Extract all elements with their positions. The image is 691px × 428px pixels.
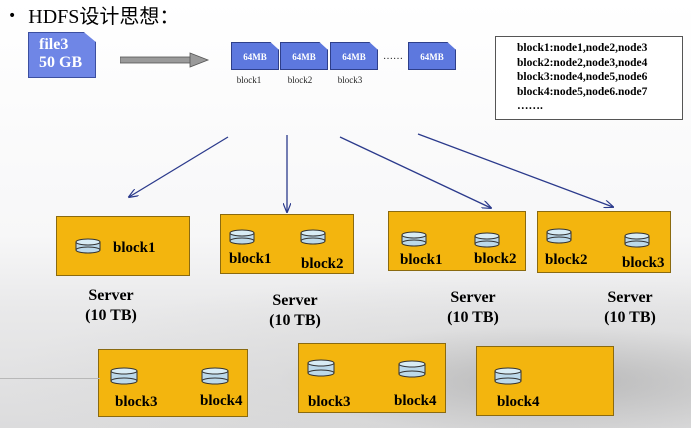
block-chunk-2-label: block2 <box>287 75 313 85</box>
node-block-label: block2 <box>545 252 588 268</box>
node-block-label: block1 <box>113 240 156 256</box>
mapping-line: block2:node2,node3,node4 <box>517 56 648 69</box>
server-caption-2: Server (10 TB) <box>250 291 340 331</box>
file-icon: file3 50 GB <box>28 32 96 78</box>
arrow-to-server-1 <box>129 136 229 197</box>
disk-icon <box>229 229 255 245</box>
node-block-label: block3 <box>622 255 665 271</box>
node-block-label: block3 <box>115 394 158 410</box>
server-capacity: (10 TB) <box>604 309 656 326</box>
block-chunk-3-label: block3 <box>337 75 363 85</box>
split-arrow-icon <box>120 52 210 68</box>
mapping-line: block3:node4,node5,node6 <box>517 71 648 83</box>
server-name: Server <box>272 292 318 309</box>
disk-icon <box>474 232 500 248</box>
disk-icon <box>624 232 650 248</box>
bullet-icon: • <box>8 8 17 24</box>
disk-icon <box>110 367 138 385</box>
block-chunk-3: 64MB <box>330 42 378 70</box>
disk-icon <box>75 238 101 254</box>
disk-icon <box>201 367 229 385</box>
disk-icon <box>401 231 427 247</box>
node-block-label: block3 <box>308 394 351 410</box>
mapping-line: block4:node5,node6.node7 <box>517 85 648 98</box>
block-chunk-1: 64MB <box>231 42 279 70</box>
block-ellipsis: …… <box>383 51 403 62</box>
arrow-to-server-3 <box>339 136 491 208</box>
file-name: file3 <box>39 36 69 53</box>
disk-icon <box>494 367 522 385</box>
server-capacity: (10 TB) <box>85 307 137 324</box>
server-node-6 <box>298 343 446 413</box>
server-name: Server <box>607 289 653 306</box>
server-caption-4: Server (10 TB) <box>585 288 675 328</box>
block-chunk-4: 64MB <box>408 42 456 70</box>
title-text: HDFS设计思想： <box>28 6 180 28</box>
mapping-line: block1:node1,node2,node3 <box>517 42 648 54</box>
node-block-label: block4 <box>394 393 437 409</box>
block-chunk-1-label: block1 <box>236 75 262 85</box>
node-block-label: block1 <box>229 251 272 267</box>
block-mapping-box: block1:node1,node2,node3 block2:node2,no… <box>495 36 683 120</box>
disk-icon <box>307 359 335 377</box>
server-caption-3: Server (10 TB) <box>428 288 518 328</box>
server-name: Server <box>88 287 134 304</box>
node-block-label: block2 <box>301 256 344 272</box>
divider-line <box>0 378 100 379</box>
block-chunk-2: 64MB <box>280 42 328 70</box>
node-block-label: block1 <box>400 252 443 268</box>
slide-title: • HDFS设计思想： <box>8 0 179 29</box>
disk-icon <box>546 228 572 244</box>
mapping-line: ……. <box>517 100 543 112</box>
server-caption-1: Server (10 TB) <box>66 286 156 326</box>
arrow-to-server-4 <box>417 133 613 207</box>
server-capacity: (10 TB) <box>269 312 321 329</box>
file-size: 50 GB <box>39 54 83 71</box>
node-block-label: block4 <box>497 394 540 410</box>
node-block-label: block4 <box>200 393 243 409</box>
node-block-label: block2 <box>474 251 517 267</box>
server-capacity: (10 TB) <box>447 309 499 326</box>
disk-icon <box>398 360 426 378</box>
disk-icon <box>300 229 326 245</box>
server-name: Server <box>450 289 496 306</box>
